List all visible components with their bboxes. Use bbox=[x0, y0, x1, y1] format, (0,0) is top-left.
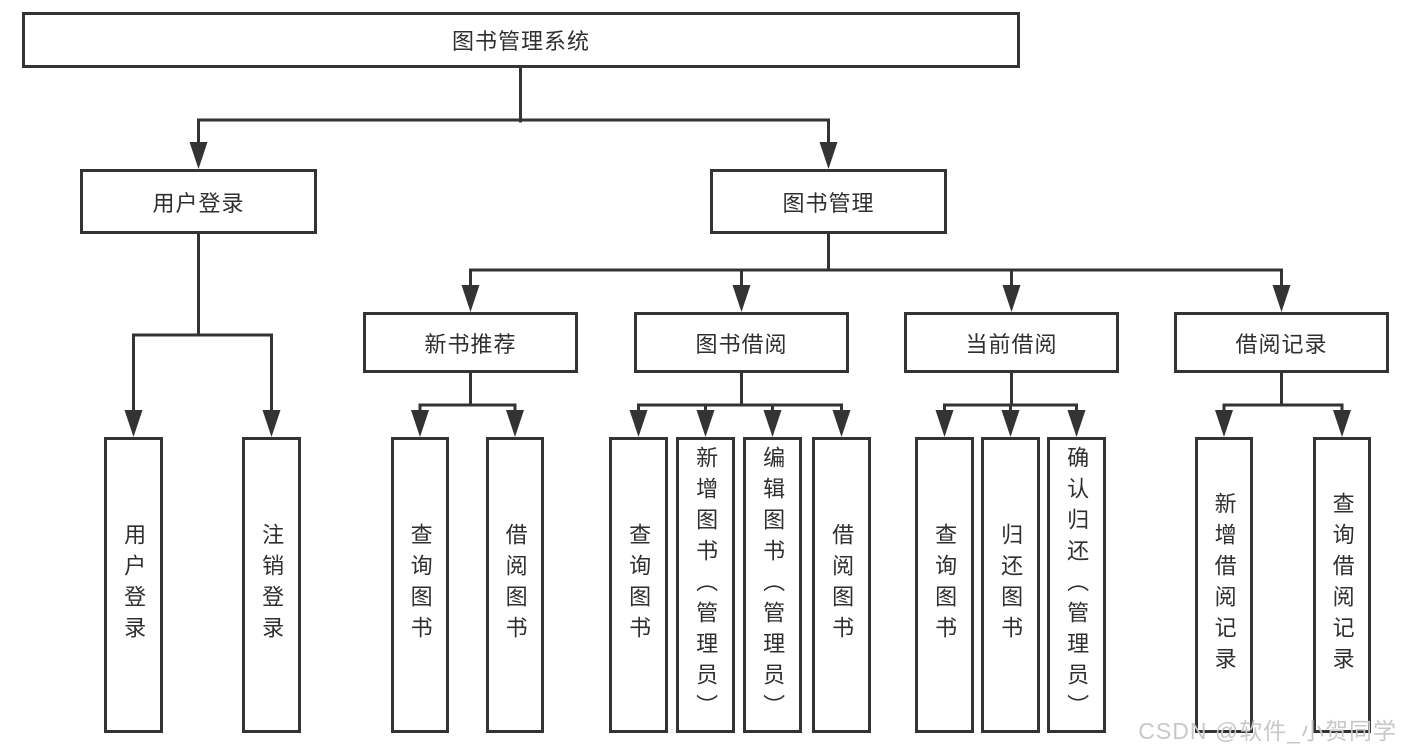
leaf-return-books: 归还图书 bbox=[981, 437, 1040, 733]
node-book-borrowing: 图书借阅 bbox=[634, 312, 849, 373]
node-label: 用户登录 bbox=[121, 523, 147, 647]
csdn-watermark: CSDN @软件_小贺同学 bbox=[1138, 718, 1397, 744]
node-label: 查询图书 bbox=[932, 523, 958, 647]
connector-paths bbox=[132, 66, 1344, 416]
node-book-management: 图书管理 bbox=[710, 169, 947, 234]
node-label: 借阅图书 bbox=[829, 523, 855, 647]
node-label: 查询借阅记录 bbox=[1329, 492, 1355, 678]
leaf-query-books-borrowing: 查询图书 bbox=[609, 437, 668, 733]
leaf-query-books-current: 查询图书 bbox=[915, 437, 974, 733]
node-label: 图书管理系统 bbox=[451, 29, 590, 54]
node-label: 查询图书 bbox=[407, 523, 433, 647]
node-label: 图书管理 bbox=[782, 190, 875, 216]
node-label: 借阅记录 bbox=[1235, 331, 1328, 357]
node-label: 当前借阅 bbox=[965, 331, 1058, 357]
node-user-login: 用户登录 bbox=[80, 169, 317, 234]
node-label: 图书借阅 bbox=[695, 331, 788, 357]
leaf-borrow-books-recommendation: 借阅图书 bbox=[486, 437, 544, 733]
node-borrowing-records: 借阅记录 bbox=[1174, 312, 1389, 373]
node-label: 用户登录 bbox=[152, 190, 245, 216]
node-label: 编辑图书（管理员） bbox=[760, 445, 786, 725]
leaf-edit-books-admin: 编辑图书（管理员） bbox=[743, 437, 802, 733]
node-current-borrowing: 当前借阅 bbox=[904, 312, 1119, 373]
leaf-query-borrow-record: 查询借阅记录 bbox=[1313, 437, 1371, 733]
node-library-management-system: 图书管理系统 bbox=[22, 12, 1020, 68]
node-new-book-recommendation: 新书推荐 bbox=[363, 312, 578, 373]
node-label: 新增借阅记录 bbox=[1211, 492, 1237, 678]
leaf-confirm-return-admin: 确认归还（管理员） bbox=[1047, 437, 1106, 733]
leaf-add-borrow-record: 新增借阅记录 bbox=[1195, 437, 1253, 733]
leaf-query-books-recommendation: 查询图书 bbox=[391, 437, 449, 733]
node-label: 新书推荐 bbox=[424, 331, 517, 357]
leaf-logout: 注销登录 bbox=[242, 437, 301, 733]
node-label: 归还图书 bbox=[998, 523, 1024, 647]
leaf-add-books-admin: 新增图书（管理员） bbox=[676, 437, 735, 733]
arrowheads bbox=[124, 142, 1351, 437]
node-label: 注销登录 bbox=[259, 523, 285, 647]
node-label: 确认归还（管理员） bbox=[1064, 445, 1090, 725]
leaf-user-login: 用户登录 bbox=[104, 437, 163, 733]
node-label: 查询图书 bbox=[626, 523, 652, 647]
leaf-borrow-books: 借阅图书 bbox=[812, 437, 871, 733]
node-label: 新增图书（管理员） bbox=[693, 445, 719, 725]
node-label: 借阅图书 bbox=[502, 523, 528, 647]
